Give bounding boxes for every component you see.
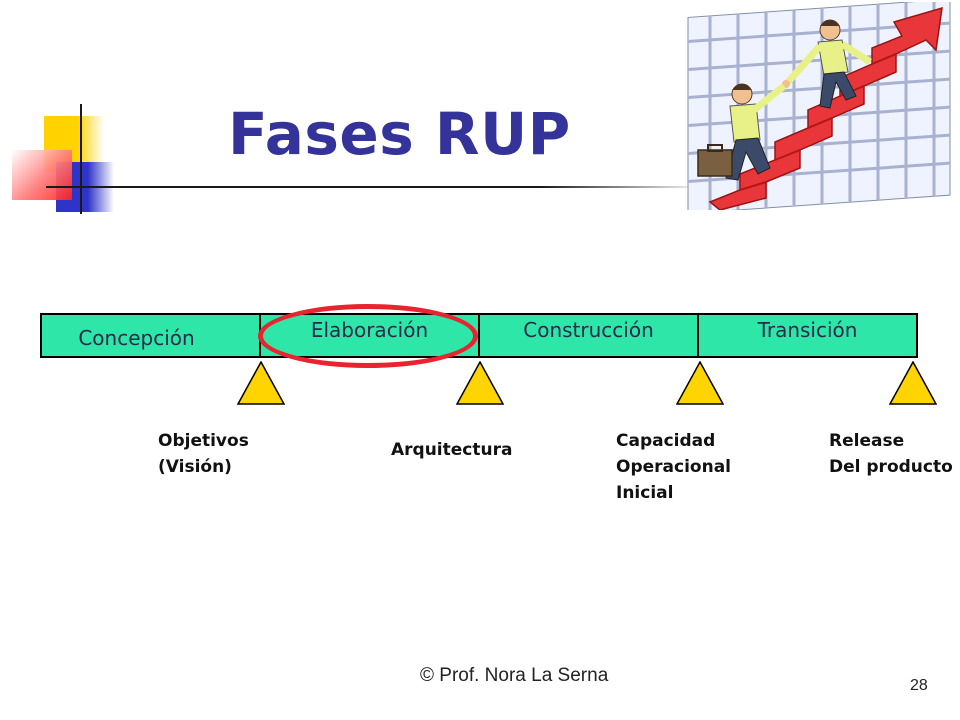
phase-label: Construcción (523, 317, 654, 342)
footer-copyright: © Prof. Nora La Serna (420, 665, 609, 686)
phase-concepcion: Concepción (42, 315, 261, 356)
decorative-vertical-line (80, 104, 82, 214)
slide-title: Fases RUP (228, 100, 571, 168)
decorative-red-square (12, 150, 72, 200)
page-number: 28 (910, 677, 928, 694)
milestone-triangle-arquitectura (456, 361, 504, 405)
milestone-label-capacidad: Capacidad Operacional Inicial (616, 431, 731, 503)
milestone-label-release: Release Del producto (829, 431, 953, 477)
title-underline (46, 186, 706, 188)
business-people-climbing-arrow-graph-icon (687, 2, 951, 210)
elaboracion-highlight-ellipse (258, 304, 478, 368)
phase-construccion: Construcción (480, 315, 699, 356)
milestone-label-arquitectura: Arquitectura (391, 440, 513, 460)
rup-phase-bar: Concepción Elaboración Construcción Tran… (40, 313, 918, 358)
phase-label: Transición (757, 317, 858, 342)
milestone-label-objetivos: Objetivos (Visión) (158, 431, 249, 477)
milestone-triangle-release (889, 361, 937, 405)
milestone-triangle-capacidad (676, 361, 724, 405)
milestone-triangle-objetivos (237, 361, 285, 405)
phase-label: Concepción (78, 325, 195, 350)
phase-transicion: Transición (699, 315, 916, 356)
